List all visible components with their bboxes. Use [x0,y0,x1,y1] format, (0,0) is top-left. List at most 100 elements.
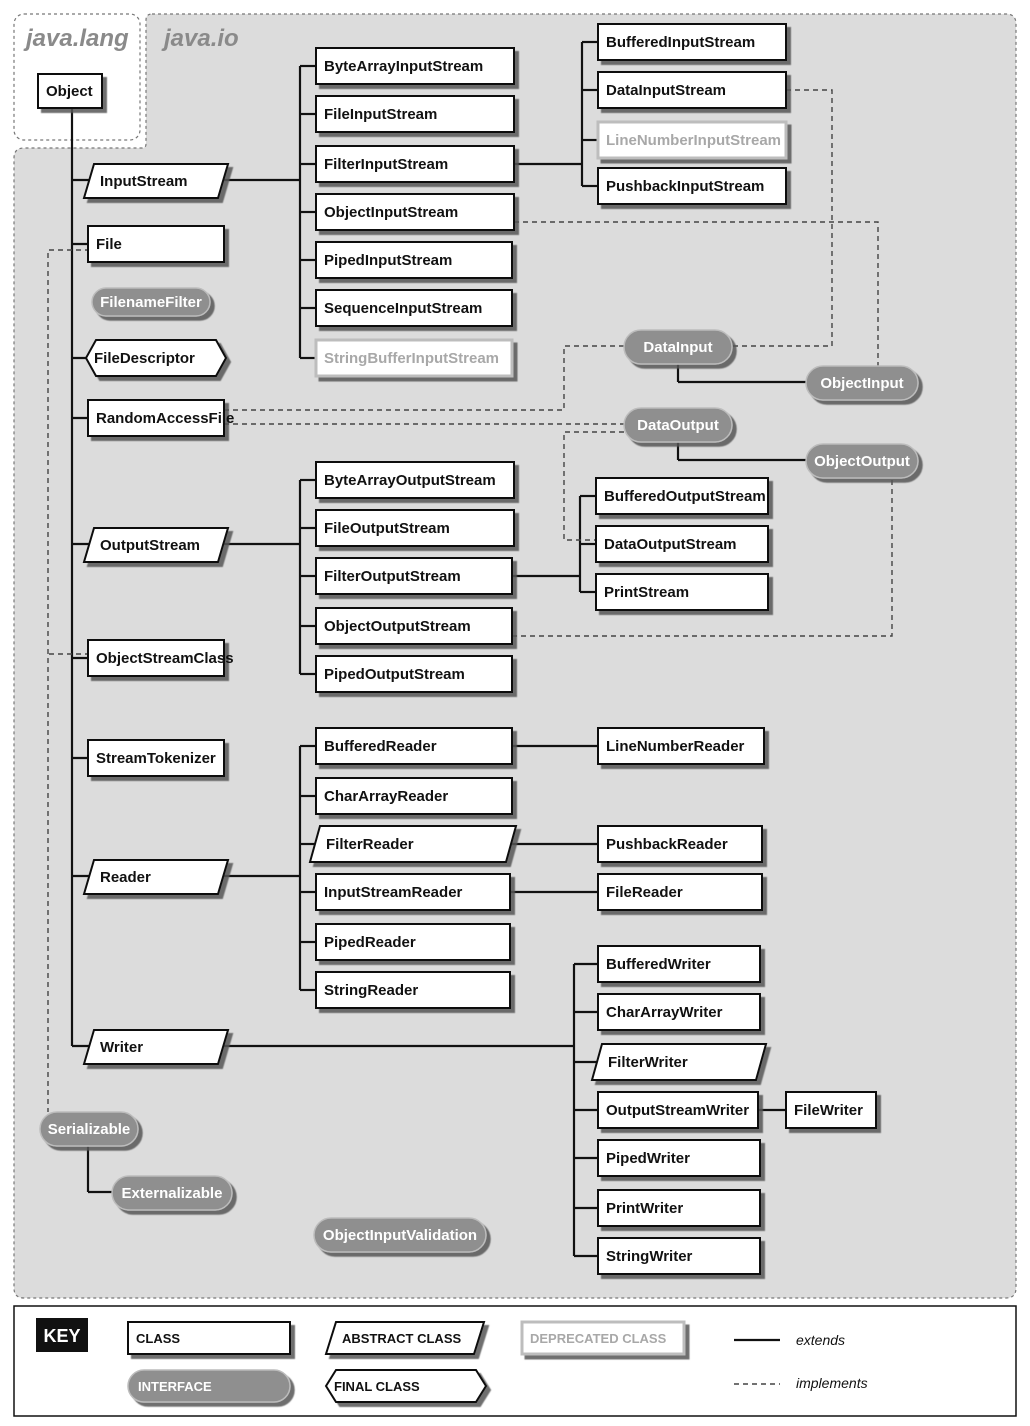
node-file-input-stream: FileInputStream [315,95,515,133]
node-buffered-output-stream: BufferedOutputStream [595,477,769,515]
node-data-output-stream-label: DataOutputStream [604,536,737,553]
key-sample-deprecated-label: DEPRECATED CLASS [530,1331,667,1346]
node-filter-reader-shape [308,825,518,863]
node-output-stream-shape [82,527,230,563]
node-piped-output-stream-shape [315,655,513,693]
node-print-stream-shape [595,573,769,611]
node-filter-output-stream-label: FilterOutputStream [324,568,461,585]
node-data-output-label: DataOutput [637,417,719,434]
key-sample-deprecated-shape [520,1320,686,1356]
key-sample-abstract-label: ABSTRACT CLASS [342,1331,461,1346]
node-random-access-file-label: RandomAccessFile [96,410,234,427]
node-serializable: Serializable [39,1111,139,1147]
node-filename-filter-shape [91,287,211,317]
node-data-output-stream-shape [595,525,769,563]
node-object-input-shape [805,365,919,401]
node-filter-input-stream: FilterInputStream [315,145,515,183]
node-data-input-stream: DataInputStream [597,71,787,109]
node-pushback-reader-label: PushbackReader [606,836,728,853]
node-file-descriptor: FileDescriptor [84,339,228,377]
node-line-number-reader-shape [597,727,765,765]
java-lang-label: java.lang [23,25,129,52]
node-buffered-output-stream-label: BufferedOutputStream [604,488,766,505]
node-filter-writer-label: FilterWriter [608,1054,688,1071]
key-sample-interface-label: INTERFACE [138,1379,212,1394]
node-input-stream-shape [82,163,230,199]
node-sequence-input-stream: SequenceInputStream [315,289,513,327]
key-sample-final-label: FINAL CLASS [334,1379,420,1394]
node-random-access-file-shape [87,399,225,437]
node-byte-array-output-stream: ByteArrayOutputStream [315,461,515,499]
java-io-panel [13,13,1017,1299]
node-string-reader: StringReader [315,971,511,1009]
node-pushback-input-stream: PushbackInputStream [597,167,787,205]
node-object-input-stream: ObjectInputStream [315,193,515,231]
node-object-input-stream-label: ObjectInputStream [324,204,458,221]
node-buffered-writer-shape [597,945,761,983]
node-data-input: DataInput [623,329,733,365]
node-file-input-stream-shape [315,95,515,133]
node-output-stream: OutputStream [82,527,230,563]
node-object-output-label: ObjectOutput [814,453,910,470]
node-filter-writer: FilterWriter [590,1043,768,1081]
node-file-output-stream-label: FileOutputStream [324,520,450,537]
node-file-descriptor-shape [84,339,228,377]
node-writer-shape [82,1029,230,1065]
node-filter-output-stream-shape [315,557,513,595]
node-char-array-writer-shape [597,993,761,1031]
node-serializable-label: Serializable [48,1121,131,1138]
node-char-array-reader-label: CharArrayReader [324,788,448,805]
node-sequence-input-stream-label: SequenceInputStream [324,300,482,317]
key-sample-deprecated: DEPRECATED CLASS [520,1320,686,1356]
node-piped-reader-shape [315,923,511,961]
key-title-box [36,1318,88,1352]
node-file-output-stream-shape [315,509,515,547]
node-output-stream-writer-label: OutputStreamWriter [606,1102,749,1119]
node-output-stream-writer-shape [597,1091,759,1129]
node-pushback-input-stream-shape [597,167,787,205]
node-object-stream-class-shape [87,639,225,677]
node-string-buffer-input-stream-shape [314,338,514,378]
implements-lines [47,89,893,1112]
node-object-output-stream-label: ObjectOutputStream [324,618,471,635]
node-piped-writer: PipedWriter [597,1139,761,1177]
node-byte-array-output-stream-shape [315,461,515,499]
node-line-number-input-stream-shape [596,120,788,160]
node-print-stream: PrintStream [595,573,769,611]
node-object-output-stream: ObjectOutputStream [315,607,513,645]
node-data-input-label: DataInput [643,339,712,356]
node-sequence-input-stream-shape [315,289,513,327]
node-pushback-reader-shape [597,825,763,863]
key-sample-final: FINAL CLASS [324,1369,488,1403]
key-title: KEY [43,1326,80,1346]
node-byte-array-input-stream-shape [315,47,515,85]
node-writer-label: Writer [100,1039,143,1056]
key-extends-label: extends [796,1332,845,1348]
node-data-input-stream-label: DataInputStream [606,82,726,99]
node-input-stream: InputStream [82,163,230,199]
node-string-writer-label: StringWriter [606,1248,693,1265]
node-buffered-input-stream-shape [597,23,787,61]
node-buffered-writer: BufferedWriter [597,945,761,983]
node-byte-array-input-stream: ByteArrayInputStream [315,47,515,85]
node-pushback-input-stream-label: PushbackInputStream [606,178,764,195]
node-file-descriptor-label: FileDescriptor [94,350,195,367]
key-samples: CLASS ABSTRACT CLASS DEPRECATED CLASS INTER… [127,1320,686,1403]
node-piped-reader: PipedReader [315,923,511,961]
node-piped-writer-label: PipedWriter [606,1150,690,1167]
node-byte-array-input-stream-label: ByteArrayInputStream [324,58,483,75]
node-object-input: ObjectInput [805,365,919,401]
node-file-writer-shape [785,1091,877,1129]
node-filter-input-stream-shape [315,145,515,183]
key-sample-class-label: CLASS [136,1331,180,1346]
node-input-stream-reader: InputStreamReader [315,873,511,911]
node-buffered-output-stream-shape [595,477,769,515]
node-object-output-stream-shape [315,607,513,645]
node-reader: Reader [82,859,230,895]
node-stream-tokenizer-label: StreamTokenizer [96,750,216,767]
node-data-input-stream-shape [597,71,787,109]
node-string-buffer-input-stream-label: StringBufferInputStream [324,350,499,367]
node-piped-input-stream-shape [315,241,513,279]
key-sample-interface-shape [127,1369,291,1403]
